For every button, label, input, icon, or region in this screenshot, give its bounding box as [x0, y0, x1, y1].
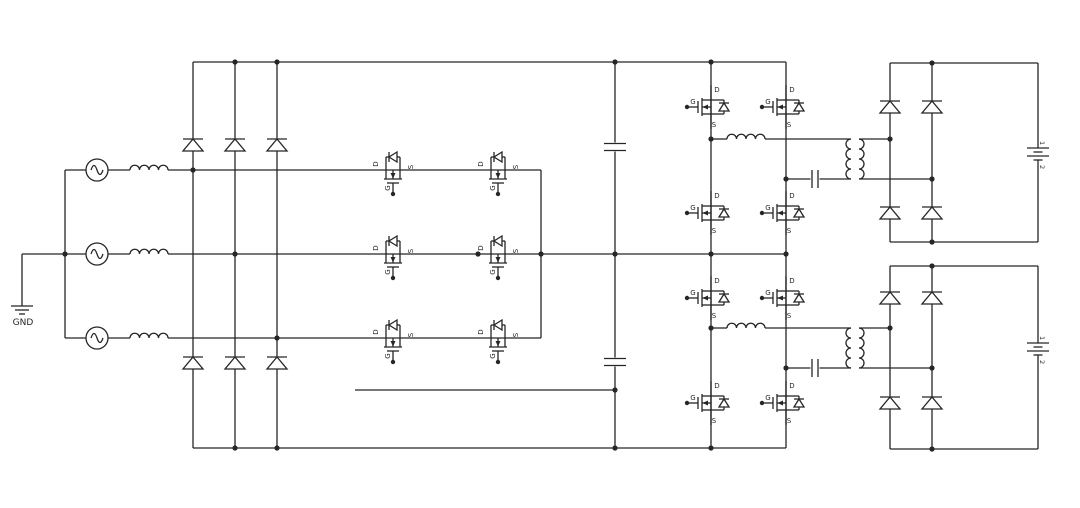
battery-2: 12	[1027, 336, 1049, 364]
resonant-inductor-1	[726, 133, 766, 140]
svg-text:G: G	[489, 353, 497, 358]
svg-text:S: S	[407, 332, 415, 337]
converter1-mosfet-hr: D G S	[759, 85, 806, 129]
dc-link-capacitor-top	[603, 142, 627, 152]
converter1-mosfet-ll: D G S	[684, 191, 731, 235]
svg-text:D: D	[789, 192, 794, 200]
svg-text:G: G	[384, 185, 392, 190]
rectifier-diode-top-1	[181, 137, 205, 152]
svg-text:S: S	[512, 248, 520, 253]
bidir-switch-row2-cell1: D G S	[371, 234, 415, 281]
svg-text:GND: GND	[13, 318, 34, 328]
resonant-capacitor-2	[810, 358, 820, 378]
resonant-capacitor-1	[810, 169, 820, 189]
output2-diode-br	[920, 395, 944, 410]
svg-text:S: S	[712, 417, 717, 425]
svg-text:S: S	[787, 227, 792, 235]
output1-diode-br	[920, 205, 944, 220]
rectifier-diode-bottom-2	[223, 355, 247, 370]
output2-diode-tl	[878, 290, 902, 305]
svg-text:S: S	[407, 164, 415, 169]
bidir-switch-row1-cell1: D G S	[371, 150, 415, 197]
svg-text:G: G	[384, 353, 392, 358]
ac-source-phase-2	[85, 242, 109, 266]
transformer-1	[845, 138, 865, 180]
svg-text:D: D	[477, 329, 485, 334]
input-inductor-1	[129, 164, 169, 171]
output1-diode-bl	[878, 205, 902, 220]
junction-dots	[62, 59, 935, 452]
svg-text:G: G	[765, 98, 770, 106]
svg-text:D: D	[714, 277, 719, 285]
bidir-switch-row3-cell1: D G S	[371, 318, 415, 365]
output2-diode-tr	[920, 290, 944, 305]
svg-text:1: 1	[1038, 336, 1046, 340]
converter2-mosfet-lr: D G S	[759, 381, 806, 425]
svg-text:D: D	[372, 161, 380, 166]
battery-1: 12	[1027, 141, 1049, 169]
converter2-mosfet-ll: D G S	[684, 381, 731, 425]
svg-text:D: D	[714, 382, 719, 390]
bidir-switch-row2-cell2: D G S	[476, 234, 520, 281]
svg-text:D: D	[789, 382, 794, 390]
svg-text:S: S	[787, 417, 792, 425]
svg-text:G: G	[384, 269, 392, 274]
converter1-mosfet-hl: D G S	[684, 85, 731, 129]
svg-text:D: D	[789, 277, 794, 285]
svg-text:S: S	[712, 227, 717, 235]
rectifier-diode-bottom-3	[265, 355, 289, 370]
bidir-switch-row3-cell2: D G S	[476, 318, 520, 365]
svg-text:D: D	[477, 161, 485, 166]
svg-text:G: G	[489, 185, 497, 190]
output2-diode-bl	[878, 395, 902, 410]
svg-text:D: D	[789, 86, 794, 94]
resonant-inductor-2	[726, 322, 766, 329]
svg-text:2: 2	[1038, 360, 1046, 364]
svg-text:G: G	[765, 204, 770, 212]
ac-source-phase-1	[85, 158, 109, 182]
svg-text:2: 2	[1038, 165, 1046, 169]
rectifier-diode-top-3	[265, 137, 289, 152]
rectifier-diode-bottom-1	[181, 355, 205, 370]
input-inductor-3	[129, 332, 169, 339]
svg-text:S: S	[407, 248, 415, 253]
svg-text:G: G	[489, 269, 497, 274]
svg-text:G: G	[690, 98, 695, 106]
ground-symbol: GND	[11, 305, 34, 328]
svg-text:G: G	[765, 394, 770, 402]
svg-text:G: G	[690, 204, 695, 212]
svg-text:D: D	[714, 192, 719, 200]
svg-text:S: S	[712, 121, 717, 129]
svg-text:S: S	[787, 312, 792, 320]
ac-source-phase-3	[85, 326, 109, 350]
transformer-2	[845, 327, 865, 369]
dc-link-capacitor-bottom	[603, 357, 627, 367]
svg-text:D: D	[477, 245, 485, 250]
svg-text:G: G	[690, 289, 695, 297]
output1-diode-tl	[878, 99, 902, 114]
rectifier-diode-top-2	[223, 137, 247, 152]
input-inductor-2	[129, 248, 169, 255]
converter2-mosfet-hl: D G S	[684, 276, 731, 320]
svg-text:G: G	[690, 394, 695, 402]
svg-text:D: D	[372, 245, 380, 250]
converter1-mosfet-lr: D G S	[759, 191, 806, 235]
svg-text:S: S	[787, 121, 792, 129]
svg-text:S: S	[512, 332, 520, 337]
svg-text:D: D	[714, 86, 719, 94]
output1-diode-tr	[920, 99, 944, 114]
bidir-switch-row1-cell2: D G S	[476, 150, 520, 197]
svg-text:1: 1	[1038, 141, 1046, 145]
svg-text:S: S	[712, 312, 717, 320]
svg-text:G: G	[765, 289, 770, 297]
svg-text:D: D	[372, 329, 380, 334]
svg-text:S: S	[512, 164, 520, 169]
converter2-mosfet-hr: D G S	[759, 276, 806, 320]
